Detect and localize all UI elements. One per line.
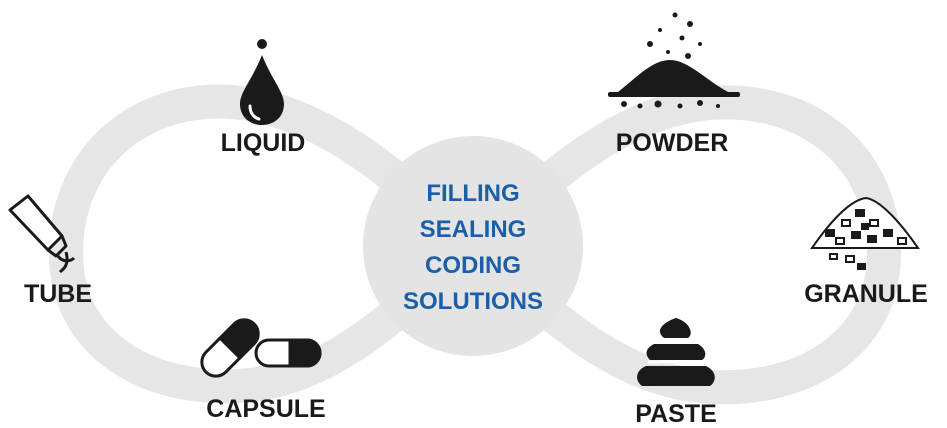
center-line-sealing: SEALING [419,216,527,243]
center-title: FILLING SEALING CODING SOLUTIONS [403,176,543,320]
droplet-icon [240,39,284,125]
capsule-icon [200,318,322,378]
label-capsule: CAPSULE [206,395,326,423]
squeeze-tube-icon [8,194,76,274]
label-tube: TUBE [23,280,93,308]
center-line-filling: FILLING [426,180,520,207]
label-paste: PASTE [635,400,717,428]
label-liquid: LIQUID [220,129,306,157]
granule-pile-icon [810,196,920,270]
label-powder: POWDER [615,129,729,157]
center-line-coding: CODING [424,252,521,279]
powder-pile-icon [608,12,740,109]
paste-swirl-icon [637,318,715,386]
center-circle [363,136,583,356]
label-granule: GRANULE [804,280,928,308]
center-line-solutions: SOLUTIONS [402,288,544,315]
